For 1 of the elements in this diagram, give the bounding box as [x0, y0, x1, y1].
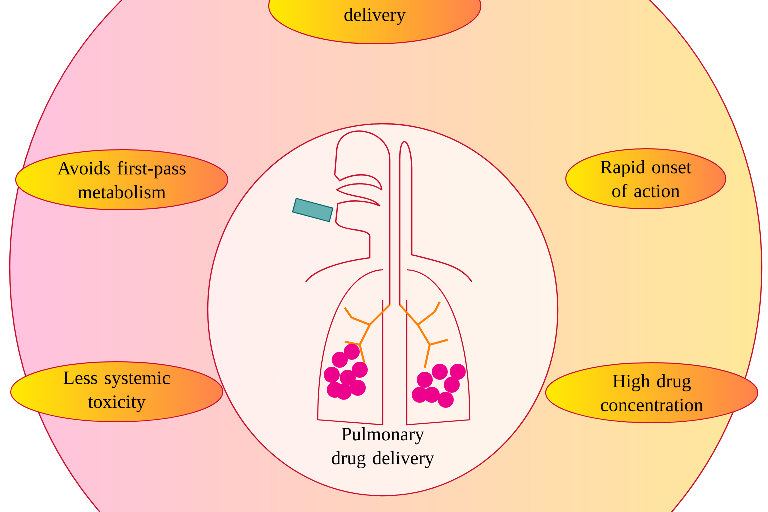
- outer-ring: [9, 0, 763, 512]
